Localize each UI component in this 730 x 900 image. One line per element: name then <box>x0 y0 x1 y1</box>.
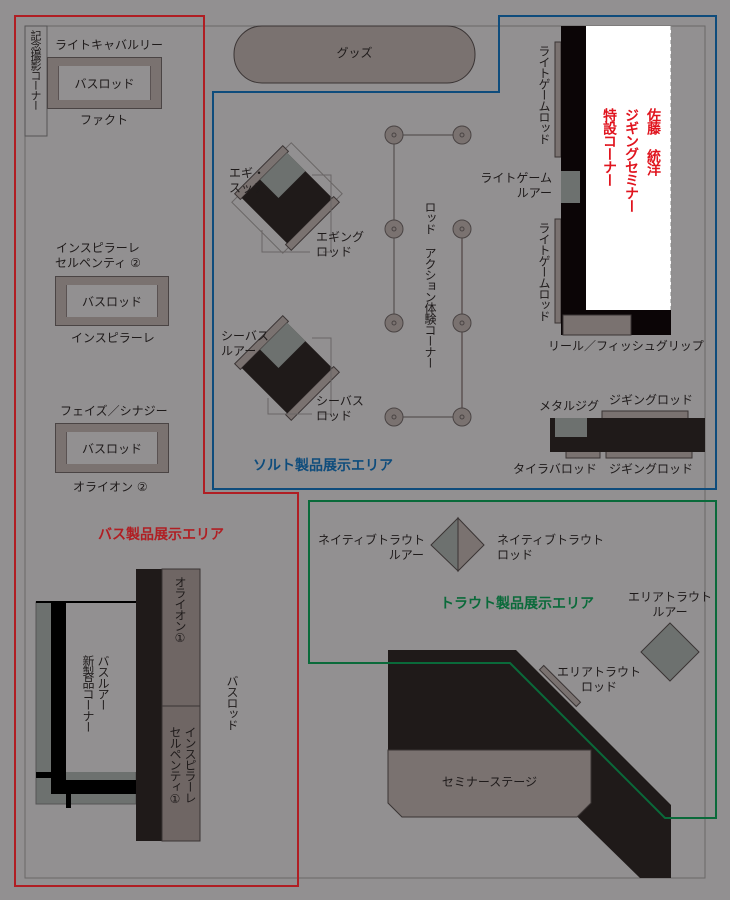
light-game-rod-bottom-label: ライトゲームロッド <box>537 222 551 321</box>
trout-area-title: トラウト製品展示エリア <box>440 596 594 612</box>
seminar-corner-text: 佐藤 統洋 ジギングセミナー 特設コーナー <box>600 108 662 212</box>
area-trout-diamond <box>640 622 700 682</box>
jigging-table <box>550 410 705 459</box>
eging-rod-label: エギング ロッド <box>316 230 365 259</box>
bass-area-boundary <box>14 15 299 887</box>
metal-jig-label: メタルジグ <box>539 399 600 413</box>
jigging-seminar-booth <box>554 26 672 336</box>
bass-rod-table-3: バスロッド <box>55 423 169 473</box>
seminar-stage-label: セミナーステージ <box>441 775 538 789</box>
goods-counter <box>233 25 476 84</box>
rod-action-posts <box>384 125 472 427</box>
light-cavalry-label: ライトキャバルリー <box>55 38 164 52</box>
bass-rod-long-booth <box>136 568 201 842</box>
seminar-line-3: 特設コーナー <box>601 108 617 186</box>
seminar-line-2: ジギングセミナー <box>623 108 639 212</box>
seabass-booth <box>233 314 341 422</box>
phase-synergy-label: フェイズ／シナジー <box>60 404 168 418</box>
bass-rod-vertical-label: バスロッド <box>225 675 239 730</box>
bass-new-products-corner <box>35 601 137 808</box>
egi-sutte-label: エギ・ スッテ <box>229 166 266 195</box>
tairaba-rod-label: タイラバロッド <box>513 462 597 476</box>
salt-area-boundary <box>212 15 717 490</box>
egi-booth <box>231 142 343 254</box>
jigging-rod-bottom-label: ジギングロッド <box>609 462 694 476</box>
seabass-lure-label: シーバス ルアー <box>221 329 269 358</box>
photo-corner-label: 記念撮影コーナー <box>29 30 42 110</box>
inspirare-serpenti-1-label: インスピラーレ セルペンティ① <box>168 726 197 805</box>
bass-new-products-label: バスルアー 新製品コーナー <box>81 655 110 732</box>
bass-rod-table-1: バスロッド <box>47 57 162 109</box>
jigging-rod-top-label: ジギングロッド <box>609 393 694 407</box>
native-trout-lure-label: ネイティブトラウト ルアー <box>318 533 426 562</box>
reel-grip-label: リール／フィッシュグリップ <box>548 339 704 353</box>
area-trout-rod-label: エリアトラウト ロッド <box>556 665 641 694</box>
orion-1-label: オライオン① <box>173 576 187 644</box>
native-trout-diamond <box>430 516 485 573</box>
orion-2-label: オライオン ② <box>73 480 148 494</box>
seabass-rod-label: シーバス ロッド <box>316 394 364 423</box>
goods-label: グッズ <box>336 46 373 60</box>
seminar-line-1: 佐藤 統洋 <box>645 108 661 175</box>
inspirare-serpenti-2-label: インスピラーレ セルペンティ ② <box>55 241 141 270</box>
native-trout-rod-label: ネイティブトラウト ロッド <box>497 533 605 562</box>
table-label: バスロッド <box>66 285 158 317</box>
light-game-rod-top-label: ライトゲームロッド <box>537 45 551 144</box>
table-label: バスロッド <box>58 66 151 100</box>
rod-action-corner-label: ロッド アクション体験コーナー <box>423 201 437 368</box>
light-game-lure-label: ライトゲーム ルアー <box>480 171 552 200</box>
inspirare-label: インスピラーレ <box>71 331 155 345</box>
seminar-stage-complex <box>309 650 716 878</box>
area-trout-lure-label: エリアトラウト ルアー <box>628 590 713 619</box>
salt-area-title: ソルト製品展示エリア <box>253 458 393 474</box>
bass-area-title: バス製品展示エリア <box>98 527 224 543</box>
fact-label: ファクト <box>80 113 129 127</box>
bass-rod-table-2: バスロッド <box>55 276 169 326</box>
table-label: バスロッド <box>66 432 158 464</box>
